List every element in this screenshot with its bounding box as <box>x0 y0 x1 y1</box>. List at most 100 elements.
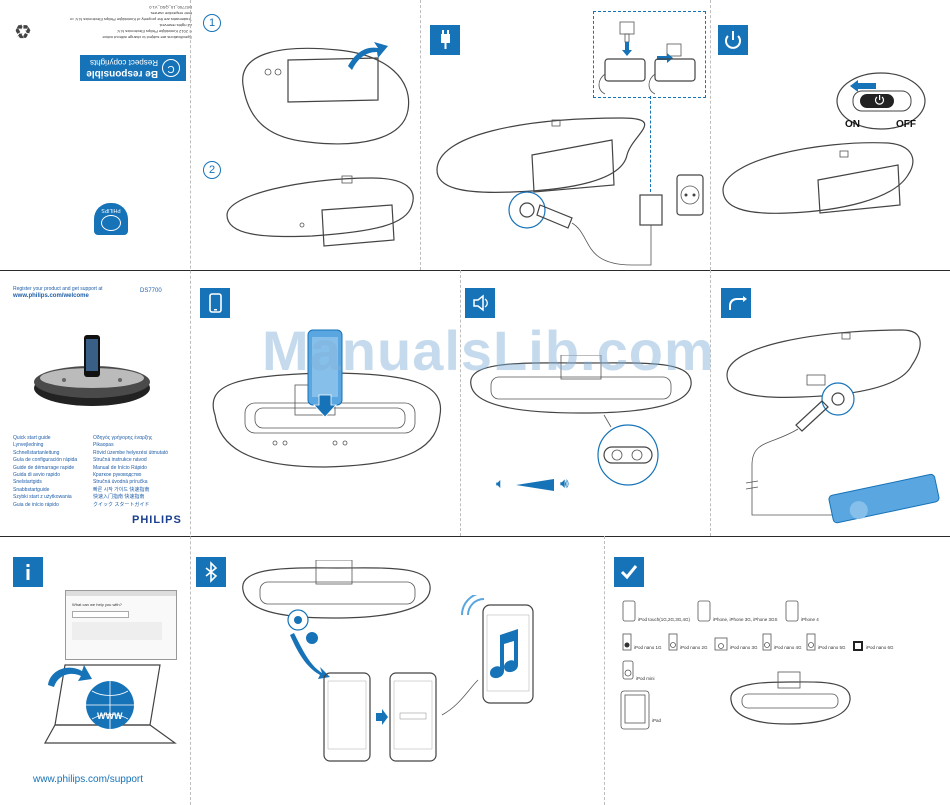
language-item: Stručná úvodná príručka <box>93 479 148 486</box>
language-list-right: Οδηγός γρήγορης έναρξης Pikaopas Rövid ü… <box>93 435 168 509</box>
device-icon-iphone <box>697 600 711 622</box>
compat-item: iPod nano 2G <box>680 645 708 650</box>
aux-cable-icon <box>721 288 751 318</box>
panel-separator <box>190 0 191 805</box>
power-switch-callout <box>836 72 926 130</box>
device-icon-ipad <box>620 690 650 730</box>
watermark: ManualsLib.com <box>262 319 715 382</box>
speaker-compat-illustration <box>730 671 851 725</box>
device-icon-nano5g <box>806 633 816 651</box>
device-icon-nano1g <box>622 633 632 651</box>
compat-item: iPod nano 6G <box>866 645 894 650</box>
pairing-flow-illustration <box>290 595 534 762</box>
language-item: Lynvejledning <box>13 442 44 449</box>
language-item: Snelstartgids <box>13 479 42 486</box>
adapter-detail-box <box>593 11 706 98</box>
device-icon-ipod-touch <box>622 600 636 622</box>
language-item: Stručná instrukce návod <box>93 457 147 464</box>
device-icon-nano2g <box>668 633 678 651</box>
language-item: Guia de início rápido <box>13 501 59 508</box>
language-item: Manual de Início Rápido <box>93 464 147 471</box>
adapter-lead-line <box>650 96 651 192</box>
power-icon <box>718 25 748 55</box>
speaker-rear-switch <box>722 142 914 214</box>
device-icon-iphone4 <box>785 600 799 622</box>
device-icon-ipod-mini <box>622 660 634 680</box>
language-item: 快速入门指南 快速指南 <box>93 494 145 501</box>
support-url[interactable]: www.philips.com/support <box>33 774 144 785</box>
speaker-volume-illustration <box>470 355 692 491</box>
divider <box>0 536 950 537</box>
responsible-subtitle: Respect copyrights <box>89 58 158 67</box>
language-item: Rövid üzembe helyezési útmutató <box>93 449 169 456</box>
philips-shield-badge: PHILIPS <box>94 203 128 235</box>
divider <box>0 270 950 271</box>
language-item: Snabbstartguide <box>13 486 50 493</box>
volume-up-icon: 🔊︎ <box>560 475 569 491</box>
speaker-bluetooth-illustration <box>242 560 431 644</box>
language-item: クイック スタートガイド <box>93 501 150 508</box>
product-photo <box>34 335 150 406</box>
panel-separator <box>420 0 421 270</box>
compat-item: iPod nano 4G <box>774 645 802 650</box>
compat-item: iPad <box>652 718 662 723</box>
language-item: Guida di avvio rapido <box>13 472 60 479</box>
phone-icon <box>200 288 230 318</box>
step-number-2: 2 <box>203 161 221 179</box>
compat-item: iPod touch(1G,2G,3G,4G) <box>638 617 691 622</box>
language-item: Quick start guide <box>13 435 51 441</box>
fineprint-line: Trademarks are the property of Koninklij… <box>70 11 192 22</box>
language-item: Schnellstartanleitung <box>13 449 60 456</box>
register-url[interactable]: www.philips.com/welcome <box>13 293 89 299</box>
panel-separator <box>604 536 605 805</box>
device-icon-nano6g <box>853 641 863 651</box>
language-item: 빠른 시작 가이드 快速指南 <box>93 486 150 493</box>
laptop-globe-illustration <box>43 664 177 744</box>
language-item: Guía de configuración rápida <box>13 457 78 464</box>
fineprint-line: DS7700_10_QSG_V1.0 <box>149 5 192 10</box>
fineprint-line: Specifications are subject to change wit… <box>102 35 192 40</box>
globe-www-label: WWW <box>97 711 123 721</box>
speaker-back-illustration <box>226 175 414 247</box>
model-number: DS7700 <box>140 288 162 294</box>
device-icon-nano3g <box>714 637 728 651</box>
philips-logo: PHILIPS <box>132 514 182 526</box>
panel-separator <box>460 270 461 536</box>
copyright-icon: C <box>162 59 180 77</box>
search-input[interactable] <box>72 611 129 618</box>
compat-item: iPod nano 3G <box>730 645 758 650</box>
plug-icon <box>430 25 460 55</box>
bluetooth-icon <box>196 557 226 587</box>
speaker-dock-illustration <box>212 329 442 468</box>
language-item: Краткое руководство <box>93 472 142 479</box>
recycle-icon: ♻ <box>14 19 32 41</box>
fineprint-block: Specifications are subject to change wit… <box>62 4 192 40</box>
speaker-rear-power <box>436 117 704 266</box>
switch-on-label: ON <box>845 119 860 130</box>
compat-item: iPod nano 1G <box>634 645 662 650</box>
volume-down-icon: 🔈︎ <box>496 475 505 491</box>
speaker-icon <box>465 288 495 318</box>
compat-item: iPhone 4 <box>801 617 819 622</box>
browser-window: What can we help you with? <box>65 590 177 660</box>
responsible-banner: C Be responsible Respect copyrights <box>80 55 186 81</box>
switch-off-label: OFF <box>896 119 916 130</box>
panel-separator <box>710 0 711 270</box>
register-text: Register your product and get support at <box>13 286 103 292</box>
responsible-title: Be responsible <box>86 68 158 79</box>
compat-item: iPhone, iPhone 3G, iPhone 3GS <box>713 617 778 622</box>
language-item: Guide de démarrage rapide <box>13 464 75 471</box>
compat-item: iPod mini <box>636 676 655 681</box>
browser-heading: What can we help you with? <box>72 602 122 607</box>
compat-item: iPod nano 5G <box>818 645 846 650</box>
info-icon <box>13 557 43 587</box>
step-number-1: 1 <box>203 14 221 32</box>
fineprint-line: © 2012 Koninklijke Philips Electronics N… <box>116 29 192 34</box>
badge-text: PHILIPS <box>101 207 121 213</box>
checkmark-icon <box>614 557 644 587</box>
language-list-left: Quick start guide Lynvejledning Schnells… <box>13 435 77 509</box>
language-item: Οδηγός γρήγορης έναρξης <box>93 435 153 441</box>
panel-separator <box>710 270 711 536</box>
speaker-top-illustration <box>242 42 410 145</box>
device-icon-nano4g <box>762 633 772 651</box>
